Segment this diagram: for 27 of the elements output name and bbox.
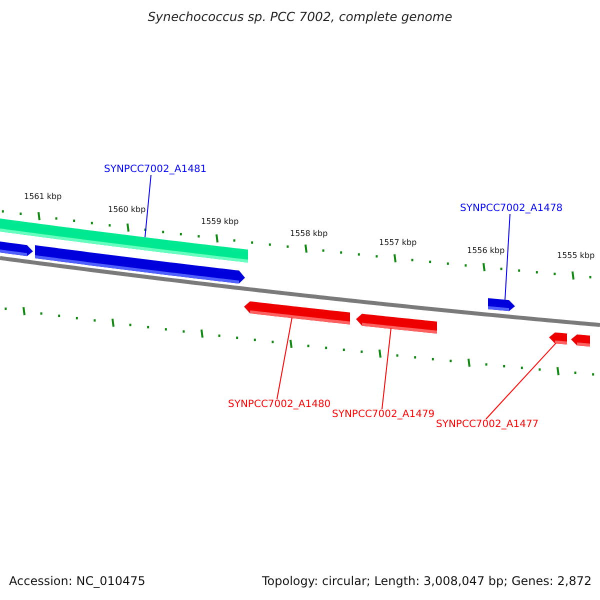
leader-line — [504, 214, 510, 300]
gene-label: SYNPCC7002_A1479 — [332, 409, 435, 420]
gene-label: SYNPCC7002_A1480 — [228, 399, 331, 410]
leader-line — [486, 342, 556, 420]
scale-label: 1558 kbp — [290, 230, 328, 239]
gene-feature — [244, 301, 350, 324]
gene-feature — [488, 298, 515, 312]
scale-label: 1560 kbp — [108, 206, 146, 215]
leader-line — [144, 174, 152, 238]
scale-label: 1561 kbp — [24, 193, 62, 202]
leader-line — [382, 328, 392, 410]
scale-label: 1559 kbp — [201, 218, 239, 227]
scale-label: 1556 kbp — [467, 247, 505, 256]
gene-label: SYNPCC7002_A1477 — [436, 419, 539, 430]
gene-feature — [356, 314, 437, 334]
leader-line — [276, 317, 292, 400]
gene-feature — [549, 332, 567, 345]
map-info: Topology: circular; Length: 3,008,047 bp; Genes: 2,872 — [262, 575, 592, 588]
scale-label: 1557 kbp — [379, 239, 417, 248]
gene-label: SYNPCC7002_A1481 — [104, 164, 207, 175]
gene-feature — [571, 334, 590, 347]
map-title: Synechococcus sp. PCC 7002, complete genome — [146, 10, 454, 24]
gene-feature — [0, 242, 33, 256]
scale-label: 1555 kbp — [557, 252, 595, 261]
gene-label: SYNPCC7002_A1478 — [460, 203, 563, 214]
map-info: Accession: NC_010475 — [9, 575, 146, 588]
gene-feature — [35, 245, 245, 284]
